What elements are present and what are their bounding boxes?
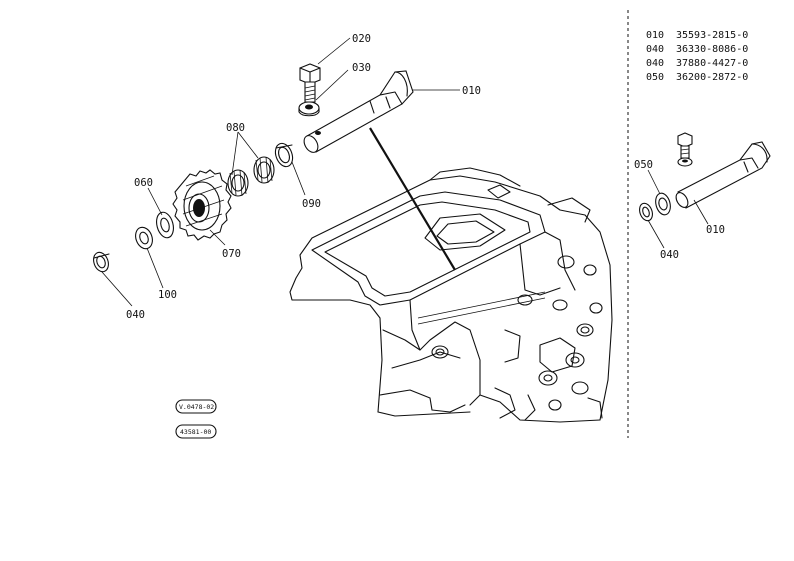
callout-100: 100: [158, 289, 177, 301]
snap-ring-040: [93, 251, 110, 273]
parts-table-part: 35593-2815-0: [676, 30, 748, 41]
parts-table-part: 36330-8086-0: [676, 44, 748, 55]
parts-table: 010 35593-2815-0 040 36330-8086-0 040 37…: [646, 30, 748, 83]
inset-callout-010: 010: [706, 224, 725, 236]
inset-shaft-010: [675, 141, 771, 209]
parts-table-part: 37880-4427-0: [676, 58, 748, 69]
callout-060: 060: [134, 177, 153, 189]
inset-bolt: [677, 132, 693, 167]
parts-table-part: 36200-2872-0: [676, 72, 748, 83]
parts-table-ref: 050: [646, 72, 664, 83]
inset-callout-040: 040: [660, 249, 679, 261]
svg-text:V.0478-02: V.0478-02: [179, 403, 214, 411]
inset-washer-050: [655, 192, 671, 216]
callout-080: 080: [226, 122, 245, 134]
thrust-washer-060: [156, 211, 174, 239]
inset-leader-lines: [647, 169, 709, 249]
washer-030: [298, 101, 320, 117]
needle-bearing-080a: [253, 156, 275, 184]
callout-070: 070: [222, 248, 241, 260]
reference-tag-2: 43581-00: [175, 424, 217, 439]
snap-ring-090: [274, 142, 294, 168]
gear-070: [172, 169, 232, 241]
parts-table-ref: 040: [646, 58, 664, 69]
needle-bearing-080b: [227, 169, 249, 197]
callout-010: 010: [462, 85, 481, 97]
bolt-020: [299, 63, 321, 103]
shaft-010: [303, 70, 414, 153]
inset-snap-ring-040: [639, 202, 653, 222]
insertion-line: [369, 127, 456, 271]
washer-100: [135, 226, 153, 250]
inset-callout-050: 050: [634, 159, 653, 171]
callout-030: 030: [352, 62, 371, 74]
reference-tag-1: V.0478-02: [175, 399, 217, 414]
svg-text:43581-00: 43581-00: [180, 428, 211, 436]
leader-lines: [101, 37, 460, 307]
callout-090: 090: [302, 198, 321, 210]
transmission-housing: [289, 167, 613, 423]
callout-020: 020: [352, 33, 371, 45]
parts-table-ref: 040: [646, 44, 664, 55]
callout-040: 040: [126, 309, 145, 321]
parts-table-ref: 010: [646, 30, 664, 41]
